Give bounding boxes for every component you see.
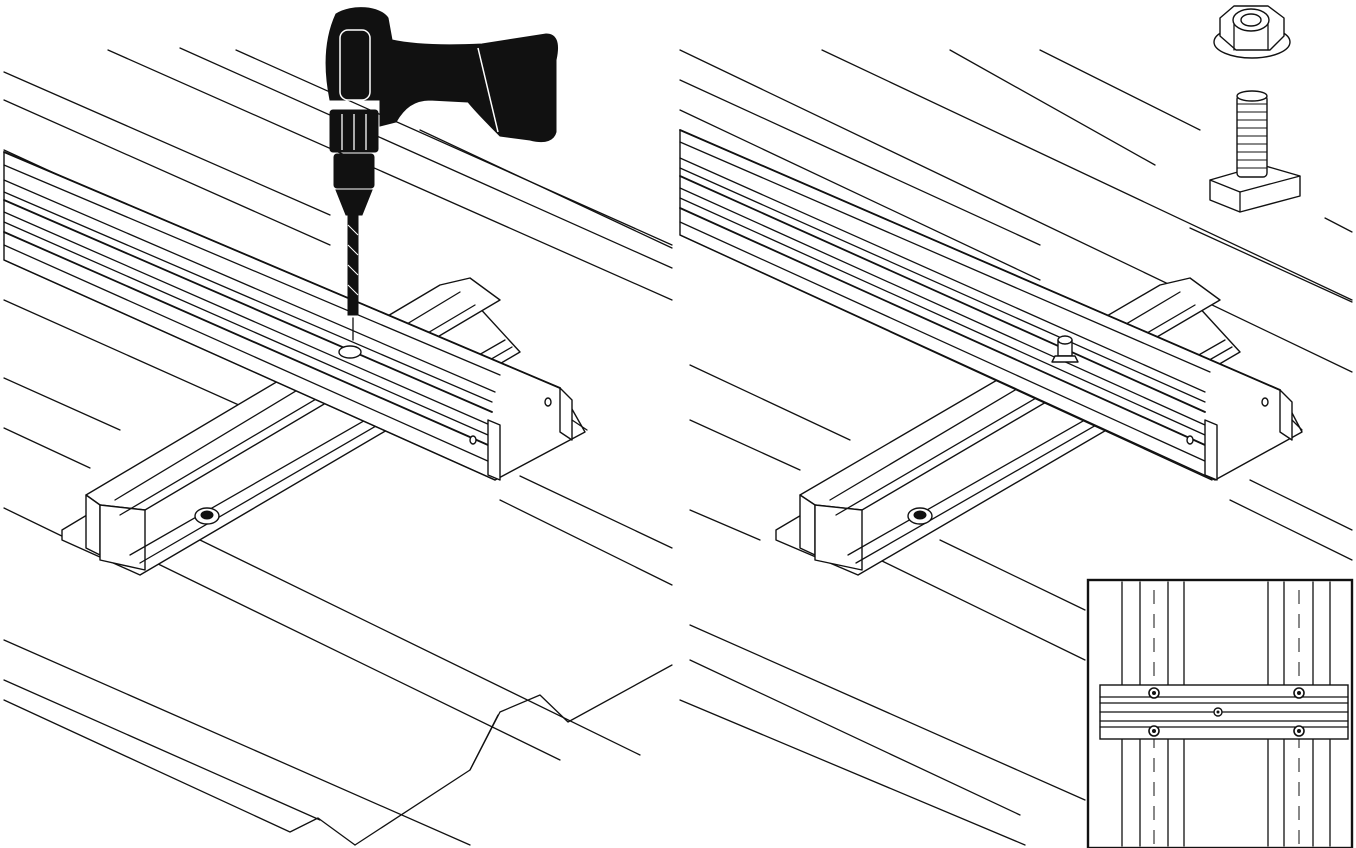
t-head-bolt-icon — [1209, 90, 1301, 213]
panel-drill-step — [3, 7, 673, 846]
flange-nut-icon — [1213, 5, 1291, 59]
mounting-rail — [3, 151, 588, 481]
mounting-rail-right — [679, 129, 1303, 481]
detail-horizontal-rail — [1099, 684, 1349, 740]
panel-fasten-step — [679, 5, 1354, 848]
roof-sheet-lines-right — [679, 49, 1353, 846]
detail-top-view — [1086, 578, 1354, 848]
drill-icon — [325, 7, 559, 341]
detail-bolts — [1148, 687, 1305, 737]
